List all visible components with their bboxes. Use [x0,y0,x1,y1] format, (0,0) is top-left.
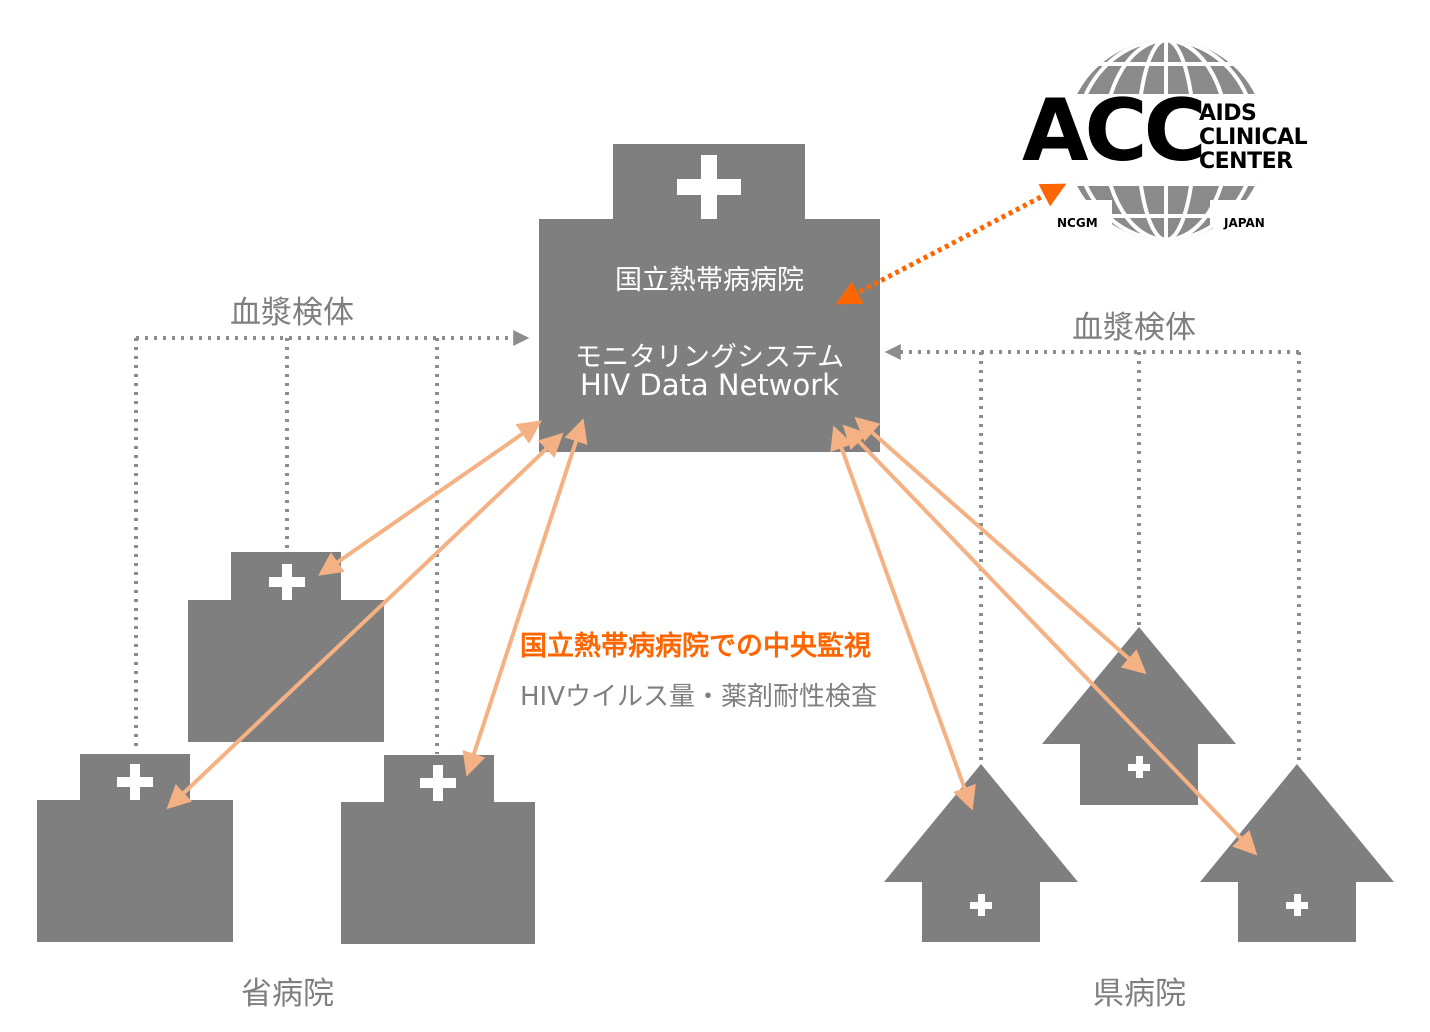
data-arrows [166,416,1258,856]
acc-logo-line2: CLINICAL [1199,125,1308,150]
monitoring-system-label: モニタリングシステム [574,342,845,373]
provincial-hospital-3 [341,755,535,944]
district-hospital-3 [1200,764,1394,942]
district-hospital-label: 県病院 [1093,976,1186,1012]
acc-logo-japan: JAPAN [1224,216,1265,230]
central-hospital-building [539,144,880,452]
provincial-hospital-label: 省病院 [241,976,334,1012]
provincial-hospital-1 [188,552,384,742]
district-hospital-2 [884,764,1078,942]
acc-logo-line1: AIDS [1199,101,1257,126]
acc-logo-line3: CENTER [1199,149,1293,174]
plasma-label-left: 血漿検体 [230,295,354,331]
central-hospital-name: 国立熱帯病病院 [615,265,804,296]
provincial-hospital-2 [37,754,233,942]
acc-logo-subtitle: AIDS CLINICAL CENTER [1199,101,1308,174]
acc-link-arrow [835,183,1067,305]
hiv-data-network-label: HIV Data Network [580,368,839,402]
acc-logo-globe [1012,40,1312,240]
viral-load-test-label: HIVウイルス量・薬剤耐性検査 [520,682,878,712]
central-monitoring-title: 国立熱帯病病院での中央監視 [520,631,871,662]
acc-logo-text: ACC [1022,81,1207,181]
district-hospital-1 [1042,627,1236,805]
acc-logo-ncgm: NCGM [1057,216,1098,230]
plasma-label-right: 血漿検体 [1072,310,1196,346]
